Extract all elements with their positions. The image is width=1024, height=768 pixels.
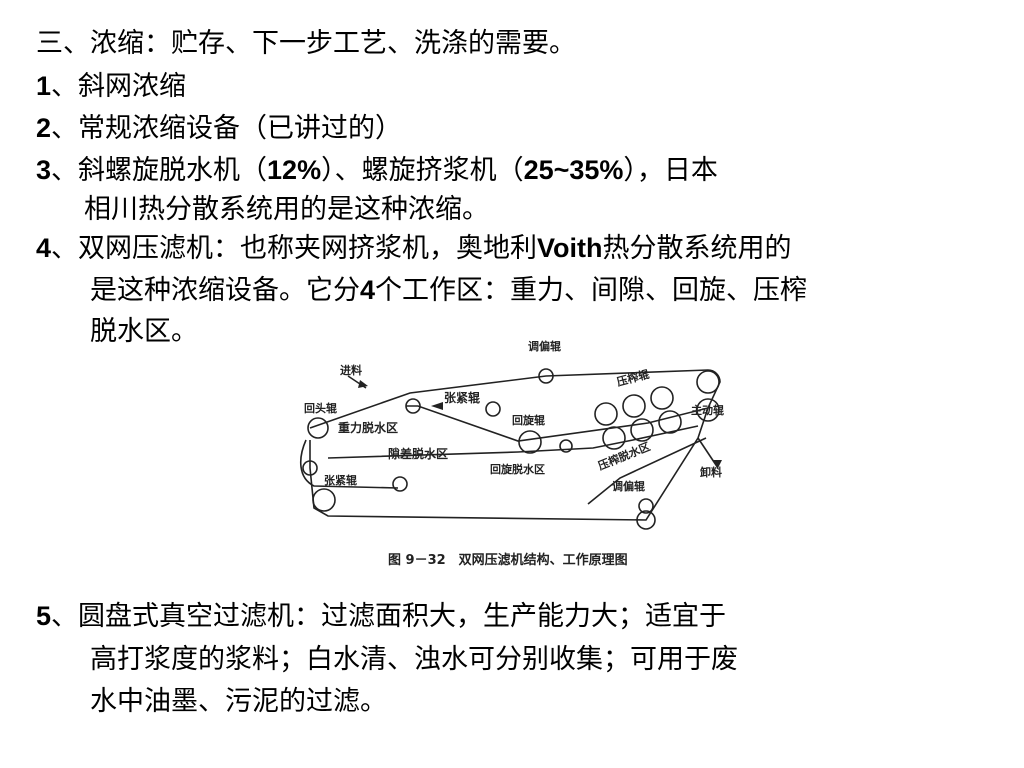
line-4-part-3: ）、螺旋挤浆机（ (321, 155, 524, 186)
line-2: 1、斜网浓缩 (36, 66, 186, 107)
figure-caption: 图 9－32 双网压滤机结构、工作原理图 (388, 552, 628, 568)
line-11-text: 水中油墨、污泥的过滤。 (90, 686, 387, 717)
line-2-text: 、斜网浓缩 (51, 71, 187, 102)
label-head-roll: 回头辊 (304, 401, 337, 415)
line-6-part-2: Voith (537, 233, 603, 263)
press-roll-4 (602, 426, 626, 450)
label-discharge: 卸料 (700, 465, 722, 479)
press-roll-2 (622, 394, 646, 418)
line-4-part-1: 、斜螺旋脱水机（ (51, 155, 268, 186)
line-1-text: 三、浓缩：贮存、下一步工艺、洗涤的需要。 (36, 28, 576, 59)
label-rotary-roll: 回旋辊 (512, 413, 545, 427)
line-7: 是这种浓缩设备。它分4个工作区：重力、间隙、回旋、压榨 (90, 270, 807, 311)
tension-roll-bottom-right (392, 476, 408, 492)
press-roll-1 (594, 402, 618, 426)
line-4-part-4: 25~35% (523, 155, 624, 185)
drive-roll (696, 398, 720, 422)
twin-wire-press-diagram: 进料 张紧辊 调偏辊 压榨辊 主动辊 回头辊 重力脱水区 回旋辊 隙差脱水区 回… (299, 339, 724, 568)
item-number-1: 1 (36, 71, 52, 101)
adjust-roll-bottom (638, 498, 654, 514)
label-adjust-roll-top: 调偏辊 (528, 339, 561, 353)
line-10-text: 高打浆度的浆料；白水清、浊水可分别收集；可用于废 (90, 644, 738, 675)
line-3: 2、常规浓缩设备（已讲过的） (36, 108, 402, 149)
upper-wire (309, 369, 721, 442)
line-7-part-2: 4 (360, 275, 376, 305)
line-5-text: 相川热分散系统用的是这种浓缩。 (84, 194, 489, 225)
rotary-roll (518, 430, 542, 454)
drive-roll-top (696, 370, 720, 394)
label-tension-roll-top: 张紧辊 (444, 390, 480, 405)
line-6-part-3: 热分散系统用的 (602, 233, 792, 264)
label-tension-roll-bottom: 张紧辊 (324, 473, 357, 487)
line-3-text: 、常规浓缩设备（已讲过的） (51, 113, 403, 144)
label-gravity-zone: 重力脱水区 (338, 420, 398, 435)
item-number-5: 5 (36, 601, 52, 631)
line-9-text: 、圆盘式真空过滤机：过滤面积大，生产能力大；适宜于 (51, 601, 727, 632)
label-rotary-zone: 回旋脱水区 (490, 462, 545, 476)
line-10: 高打浆度的浆料；白水清、浊水可分别收集；可用于废 (90, 640, 738, 680)
line-8: 脱水区。 (90, 312, 198, 352)
line-1: 三、浓缩：贮存、下一步工艺、洗涤的需要。 (36, 24, 576, 64)
line-6-part-1: 、双网压滤机：也称夹网挤浆机，奥地利 (51, 233, 538, 264)
line-5: 相川热分散系统用的是这种浓缩。 (84, 190, 489, 230)
tension-roll-top-2 (485, 401, 501, 417)
line-7-part-3: 个工作区：重力、间隙、回旋、压榨 (375, 275, 808, 306)
label-press-roll: 压榨辊 (615, 367, 650, 389)
press-roll-5 (630, 418, 654, 442)
line-8-text: 脱水区。 (90, 316, 198, 347)
tension-roll-bottom-left (312, 488, 336, 512)
line-9: 5、圆盘式真空过滤机：过滤面积大，生产能力大；适宜于 (36, 596, 726, 637)
tension-roll-top (405, 398, 421, 414)
item-number-2: 2 (36, 113, 52, 143)
press-roll-3 (650, 386, 674, 410)
adjust-roll-top (538, 368, 554, 384)
press-roll-6 (658, 410, 682, 434)
line-11: 水中油墨、污泥的过滤。 (90, 682, 387, 722)
item-number-3: 3 (36, 155, 52, 185)
line-4-part-5: ），日本 (623, 155, 718, 186)
line-6: 4、双网压滤机：也称夹网挤浆机，奥地利Voith热分散系统用的 (36, 228, 792, 269)
item-number-4: 4 (36, 233, 52, 263)
label-gap-zone: 隙差脱水区 (388, 446, 448, 461)
line-4: 3、斜螺旋脱水机（12%）、螺旋挤浆机（25~35%），日本 (36, 150, 718, 191)
line-7-part-1: 是这种浓缩设备。它分 (90, 275, 360, 306)
head-roll (307, 417, 329, 439)
label-adjust-roll-bottom: 调偏辊 (612, 479, 645, 493)
label-feed: 进料 (340, 363, 362, 377)
label-drive-roll: 主动辊 (691, 403, 724, 417)
line-4-part-2: 12% (267, 155, 322, 185)
